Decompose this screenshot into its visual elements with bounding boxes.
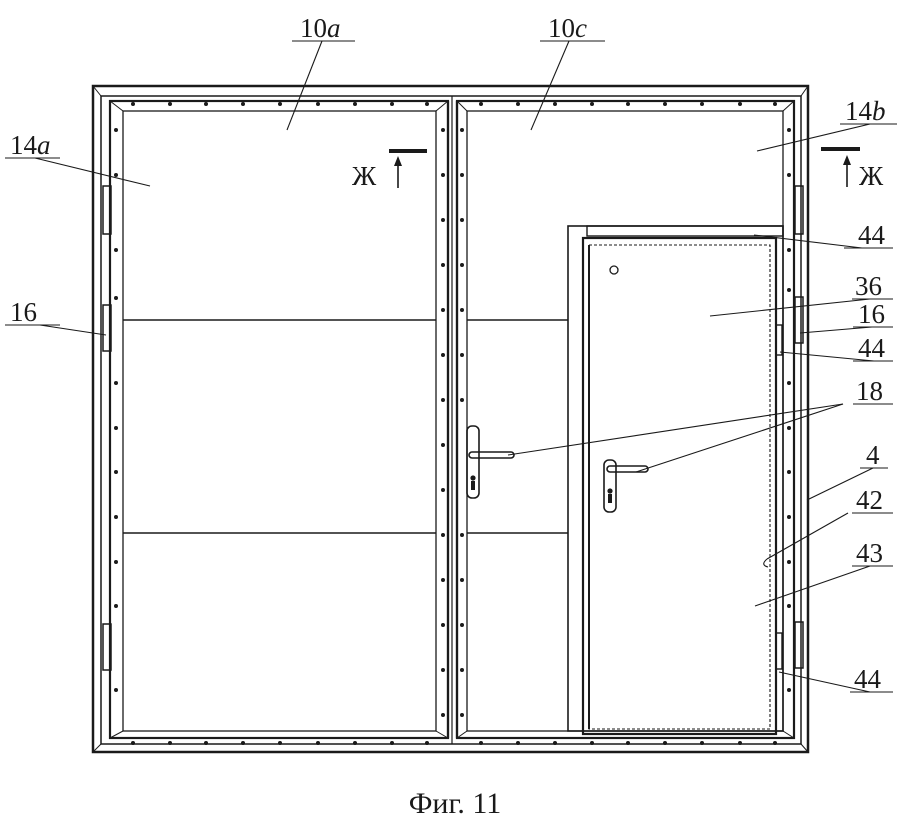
figure-caption: Фиг. 11 (409, 787, 502, 820)
handle-wicket (603, 459, 649, 513)
leader-lines (5, 40, 897, 693)
section-mark-right-text: Ж (859, 161, 884, 191)
label-hinge-left: 16 (10, 297, 37, 327)
label-seal-mid: 44 (858, 333, 886, 363)
left-gate-leaf (108, 99, 450, 740)
leaf-hinges (102, 185, 804, 671)
section-mark-left-text: Ж (352, 161, 377, 191)
label-leaf-left: 10a (300, 13, 341, 43)
label-leaf-right: 10c (548, 13, 587, 43)
label-seal-bottom: 44 (854, 664, 882, 694)
gate-frame (91, 84, 810, 754)
handle-left-leaf (466, 425, 515, 499)
label-frame: 4 (866, 440, 880, 470)
label-43: 43 (856, 538, 883, 568)
label-hinge-right: 16 (858, 299, 885, 329)
section-marker-left: Ж (352, 149, 427, 191)
label-panel-left: 14a (10, 130, 51, 160)
label-wicket-door: 36 (855, 271, 882, 301)
label-panel-right: 14b (845, 96, 886, 126)
labels: 10a 10c 14a 14b 44 36 16 16 44 18 4 42 4… (10, 13, 886, 694)
label-seal-top: 44 (858, 220, 886, 250)
wicket-door (567, 225, 784, 736)
rivets (114, 102, 791, 745)
meeting-stiles (446, 96, 459, 744)
label-42: 42 (856, 485, 883, 515)
label-handles: 18 (856, 376, 883, 406)
section-marker-right: Ж (821, 147, 884, 191)
